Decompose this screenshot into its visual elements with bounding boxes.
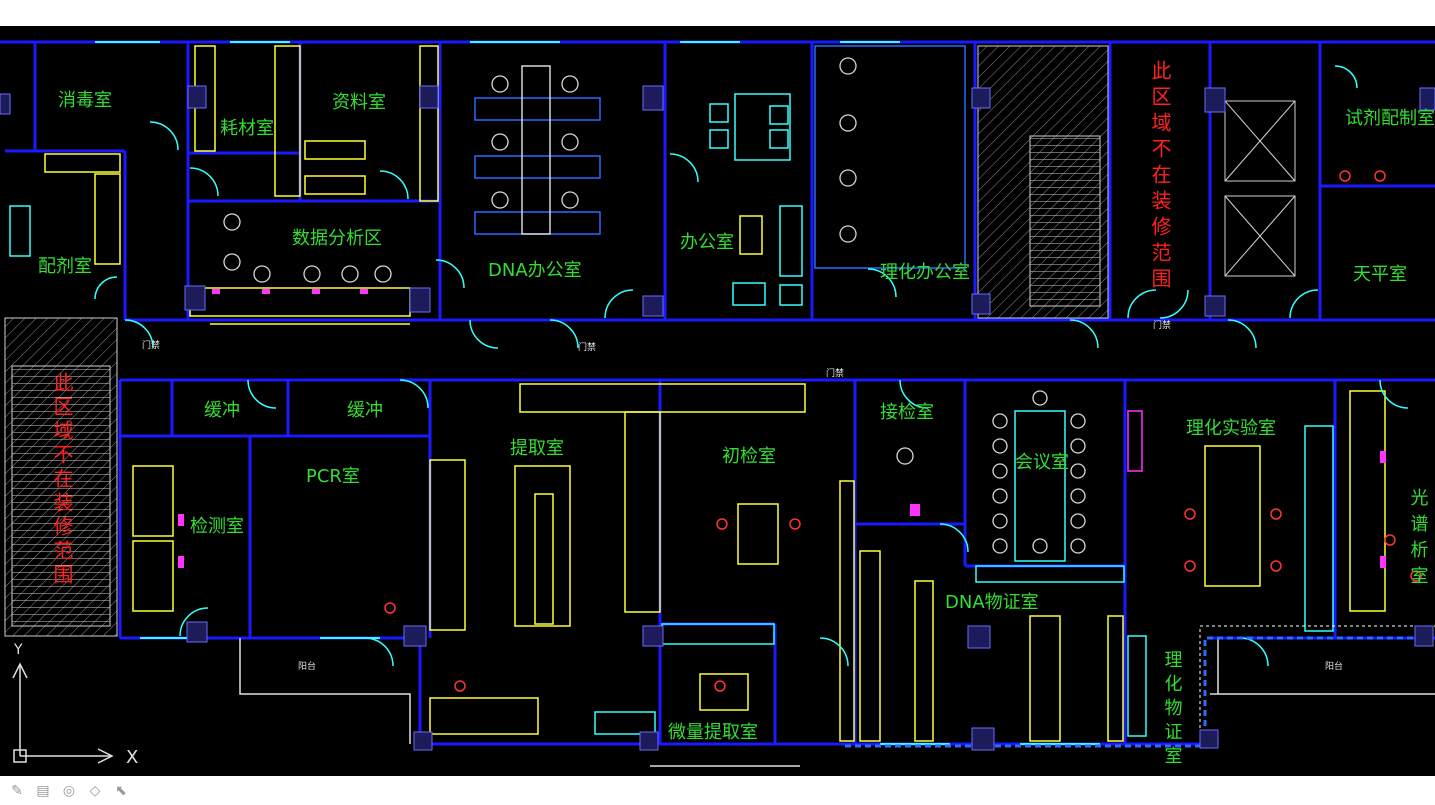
room-label-dna-wuzheng: DNA物证室 xyxy=(945,592,1039,613)
elevators xyxy=(1224,100,1296,277)
markers xyxy=(178,289,1386,568)
room-label-lihua-wuzheng: 理化物证室 xyxy=(1162,650,1183,770)
room-label-chujian: 初检室 xyxy=(722,446,776,467)
columns xyxy=(0,85,1435,751)
door-label-4: 门禁 xyxy=(1153,319,1171,331)
room-label-bangong: 办公室 xyxy=(680,232,734,253)
cursor-icon[interactable]: ⬉ xyxy=(115,782,127,799)
balcony-label-1: 阳台 xyxy=(298,660,316,672)
room-label-weiliang: 微量提取室 xyxy=(668,722,758,743)
dna-office-desks xyxy=(474,45,966,269)
door-label-1: 门禁 xyxy=(142,339,160,351)
circle-tool-icon[interactable]: ◎ xyxy=(62,782,76,799)
room-label-tiqu: 提取室 xyxy=(510,438,564,459)
room-label-guangpu: 光谱析室 xyxy=(1408,488,1429,592)
room-label-huiyi: 会议室 xyxy=(1015,452,1069,473)
room-label-huanchong-1: 缓冲 xyxy=(204,400,240,421)
door-label-3: 门禁 xyxy=(826,367,844,379)
room-label-haocai: 耗材室 xyxy=(220,118,274,139)
ucs-axis-icon xyxy=(12,662,114,764)
room-label-pcr: PCR室 xyxy=(306,466,360,487)
room-label-lihua-lab: 理化实验室 xyxy=(1186,418,1276,439)
door-swings xyxy=(94,65,1409,667)
room-label-shuju: 数据分析区 xyxy=(292,228,382,249)
door-label-2: 门禁 xyxy=(578,341,596,353)
pencil-icon[interactable]: ✎ xyxy=(11,782,23,799)
room-label-lihua-office: 理化办公室 xyxy=(880,262,970,283)
axis-label-y: Y xyxy=(13,642,23,658)
secure-perimeter xyxy=(845,636,1435,748)
room-label-shiji: 试剂配制室 xyxy=(1345,108,1435,129)
chairs xyxy=(223,57,1086,554)
balcony-label-2: 阳台 xyxy=(1325,660,1343,672)
axis-label-x: X xyxy=(126,747,138,768)
balconies xyxy=(239,638,1435,767)
eraser-icon[interactable]: ◇ xyxy=(89,782,101,799)
lab-stools xyxy=(384,170,1422,692)
top-margin xyxy=(0,0,1435,26)
restricted-label-left: 此区域不在装修范围 xyxy=(50,372,74,588)
fixtures xyxy=(9,103,1334,737)
room-label-peiji: 配剂室 xyxy=(38,256,92,277)
room-label-jiejian: 接检室 xyxy=(880,402,934,423)
drawing-canvas[interactable]: 消毒室 耗材室 资料室 配剂室 数据分析区 DNA办公室 办公室 理化办公室 试… xyxy=(0,26,1435,776)
layout-icon[interactable]: ▤ xyxy=(36,782,50,799)
room-label-dna-office: DNA办公室 xyxy=(488,260,582,281)
evidence-racks xyxy=(839,480,1124,742)
room-label-xiaodu: 消毒室 xyxy=(58,90,112,111)
bottom-toolbar: ✎ ▤ ◎ ◇ ⬉ xyxy=(0,776,1435,805)
room-label-tianping: 天平室 xyxy=(1353,264,1407,285)
furniture xyxy=(44,45,1386,735)
room-label-huanchong-2: 缓冲 xyxy=(347,400,383,421)
room-label-jiance: 检测室 xyxy=(190,516,244,537)
room-label-ziliao: 资料室 xyxy=(332,92,386,113)
restricted-label-top: 此区域不在装修范围 xyxy=(1148,60,1172,294)
